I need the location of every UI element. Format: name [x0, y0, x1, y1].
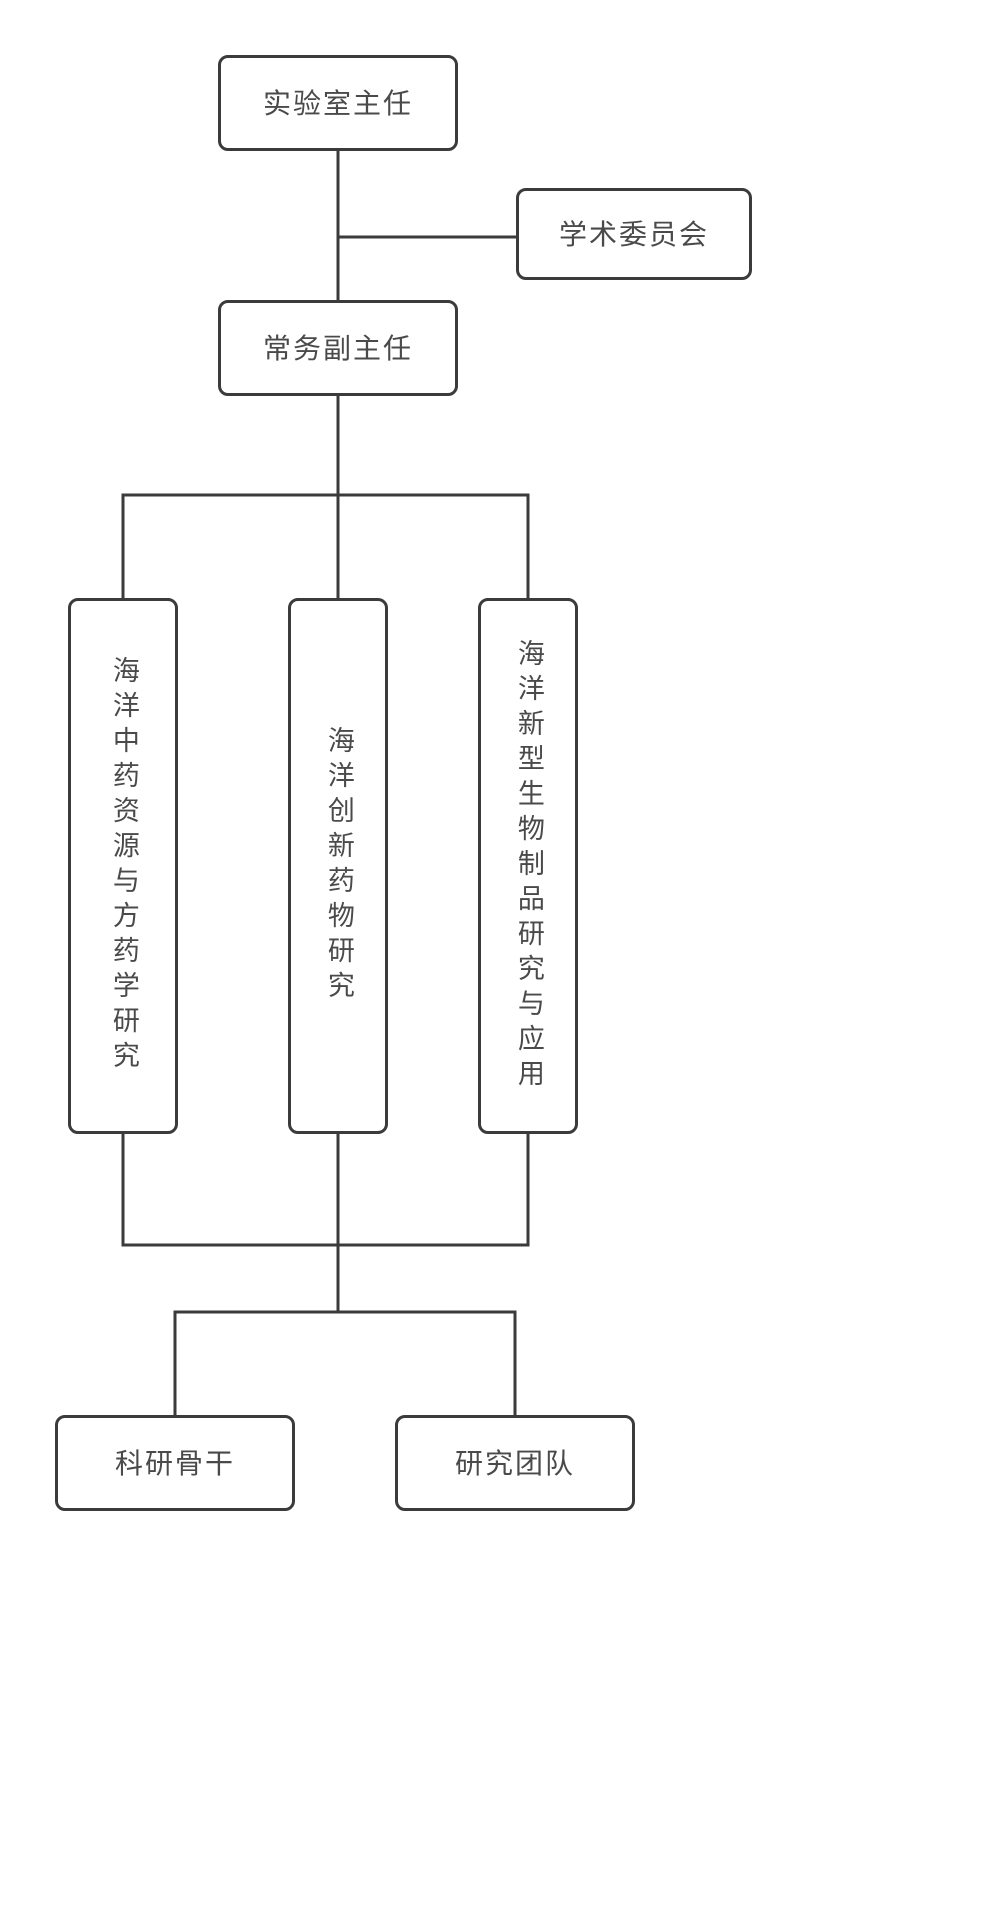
- node-academic-committee-label: 学术委员会: [558, 217, 709, 251]
- node-division-2-label: 海洋创新药物研究: [322, 726, 354, 1006]
- node-academic-committee[interactable]: 学术委员会: [516, 188, 752, 280]
- node-research-team-label: 研究团队: [454, 1446, 575, 1480]
- node-deputy-director-label: 常务副主任: [262, 331, 413, 365]
- node-division-3[interactable]: 海洋新型生物制品研究与应用: [478, 598, 578, 1134]
- node-division-3-label: 海洋新型生物制品研究与应用: [512, 638, 544, 1094]
- node-deputy-director[interactable]: 常务副主任: [218, 300, 458, 396]
- node-director[interactable]: 实验室主任: [218, 55, 458, 151]
- node-research-backbone-label: 科研骨干: [114, 1446, 235, 1480]
- node-research-team[interactable]: 研究团队: [395, 1415, 635, 1511]
- node-director-label: 实验室主任: [262, 86, 413, 120]
- node-division-1-label: 海洋中药资源与方药学研究: [107, 656, 139, 1076]
- node-research-backbone[interactable]: 科研骨干: [55, 1415, 295, 1511]
- node-division-2[interactable]: 海洋创新药物研究: [288, 598, 388, 1134]
- node-division-1[interactable]: 海洋中药资源与方药学研究: [68, 598, 178, 1134]
